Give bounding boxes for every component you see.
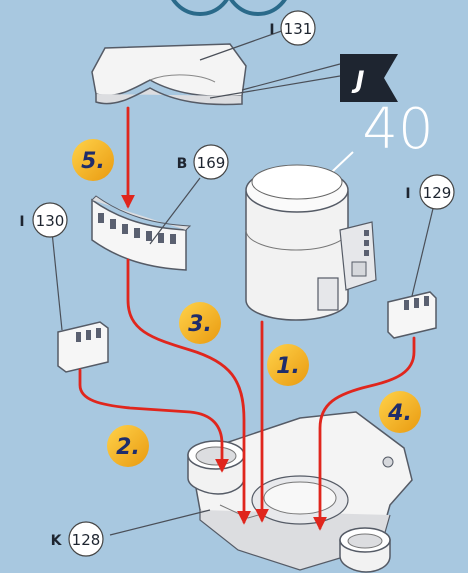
part-number: 129 xyxy=(423,184,452,202)
part-number: 169 xyxy=(197,154,226,172)
part-sheet-letter: K xyxy=(51,533,63,549)
step-badge-5: 5. xyxy=(72,139,114,181)
step-badge-4: 4. xyxy=(379,391,421,433)
step-badge-2: 2. xyxy=(107,425,149,467)
part-number: 131 xyxy=(284,20,313,38)
part-number: 128 xyxy=(72,531,101,549)
step-badge-label: 1. xyxy=(276,354,300,379)
part-number: 130 xyxy=(36,212,65,230)
step-badge-1: 1. xyxy=(267,344,309,386)
step-badge-3: 3. xyxy=(179,302,221,344)
part-sheet-letter: I xyxy=(405,186,410,202)
step-number: 40 xyxy=(362,97,433,162)
step-badge-label: 4. xyxy=(387,401,412,426)
step-badge-label: 2. xyxy=(116,435,140,460)
part-sheet-letter: B xyxy=(177,156,188,172)
part-sheet-letter: I xyxy=(269,22,274,38)
part-i130-piece xyxy=(58,322,108,372)
step-badge-label: 5. xyxy=(81,149,105,174)
part-sheet-letter: I xyxy=(19,214,24,230)
step-badge-label: 3. xyxy=(188,312,212,337)
